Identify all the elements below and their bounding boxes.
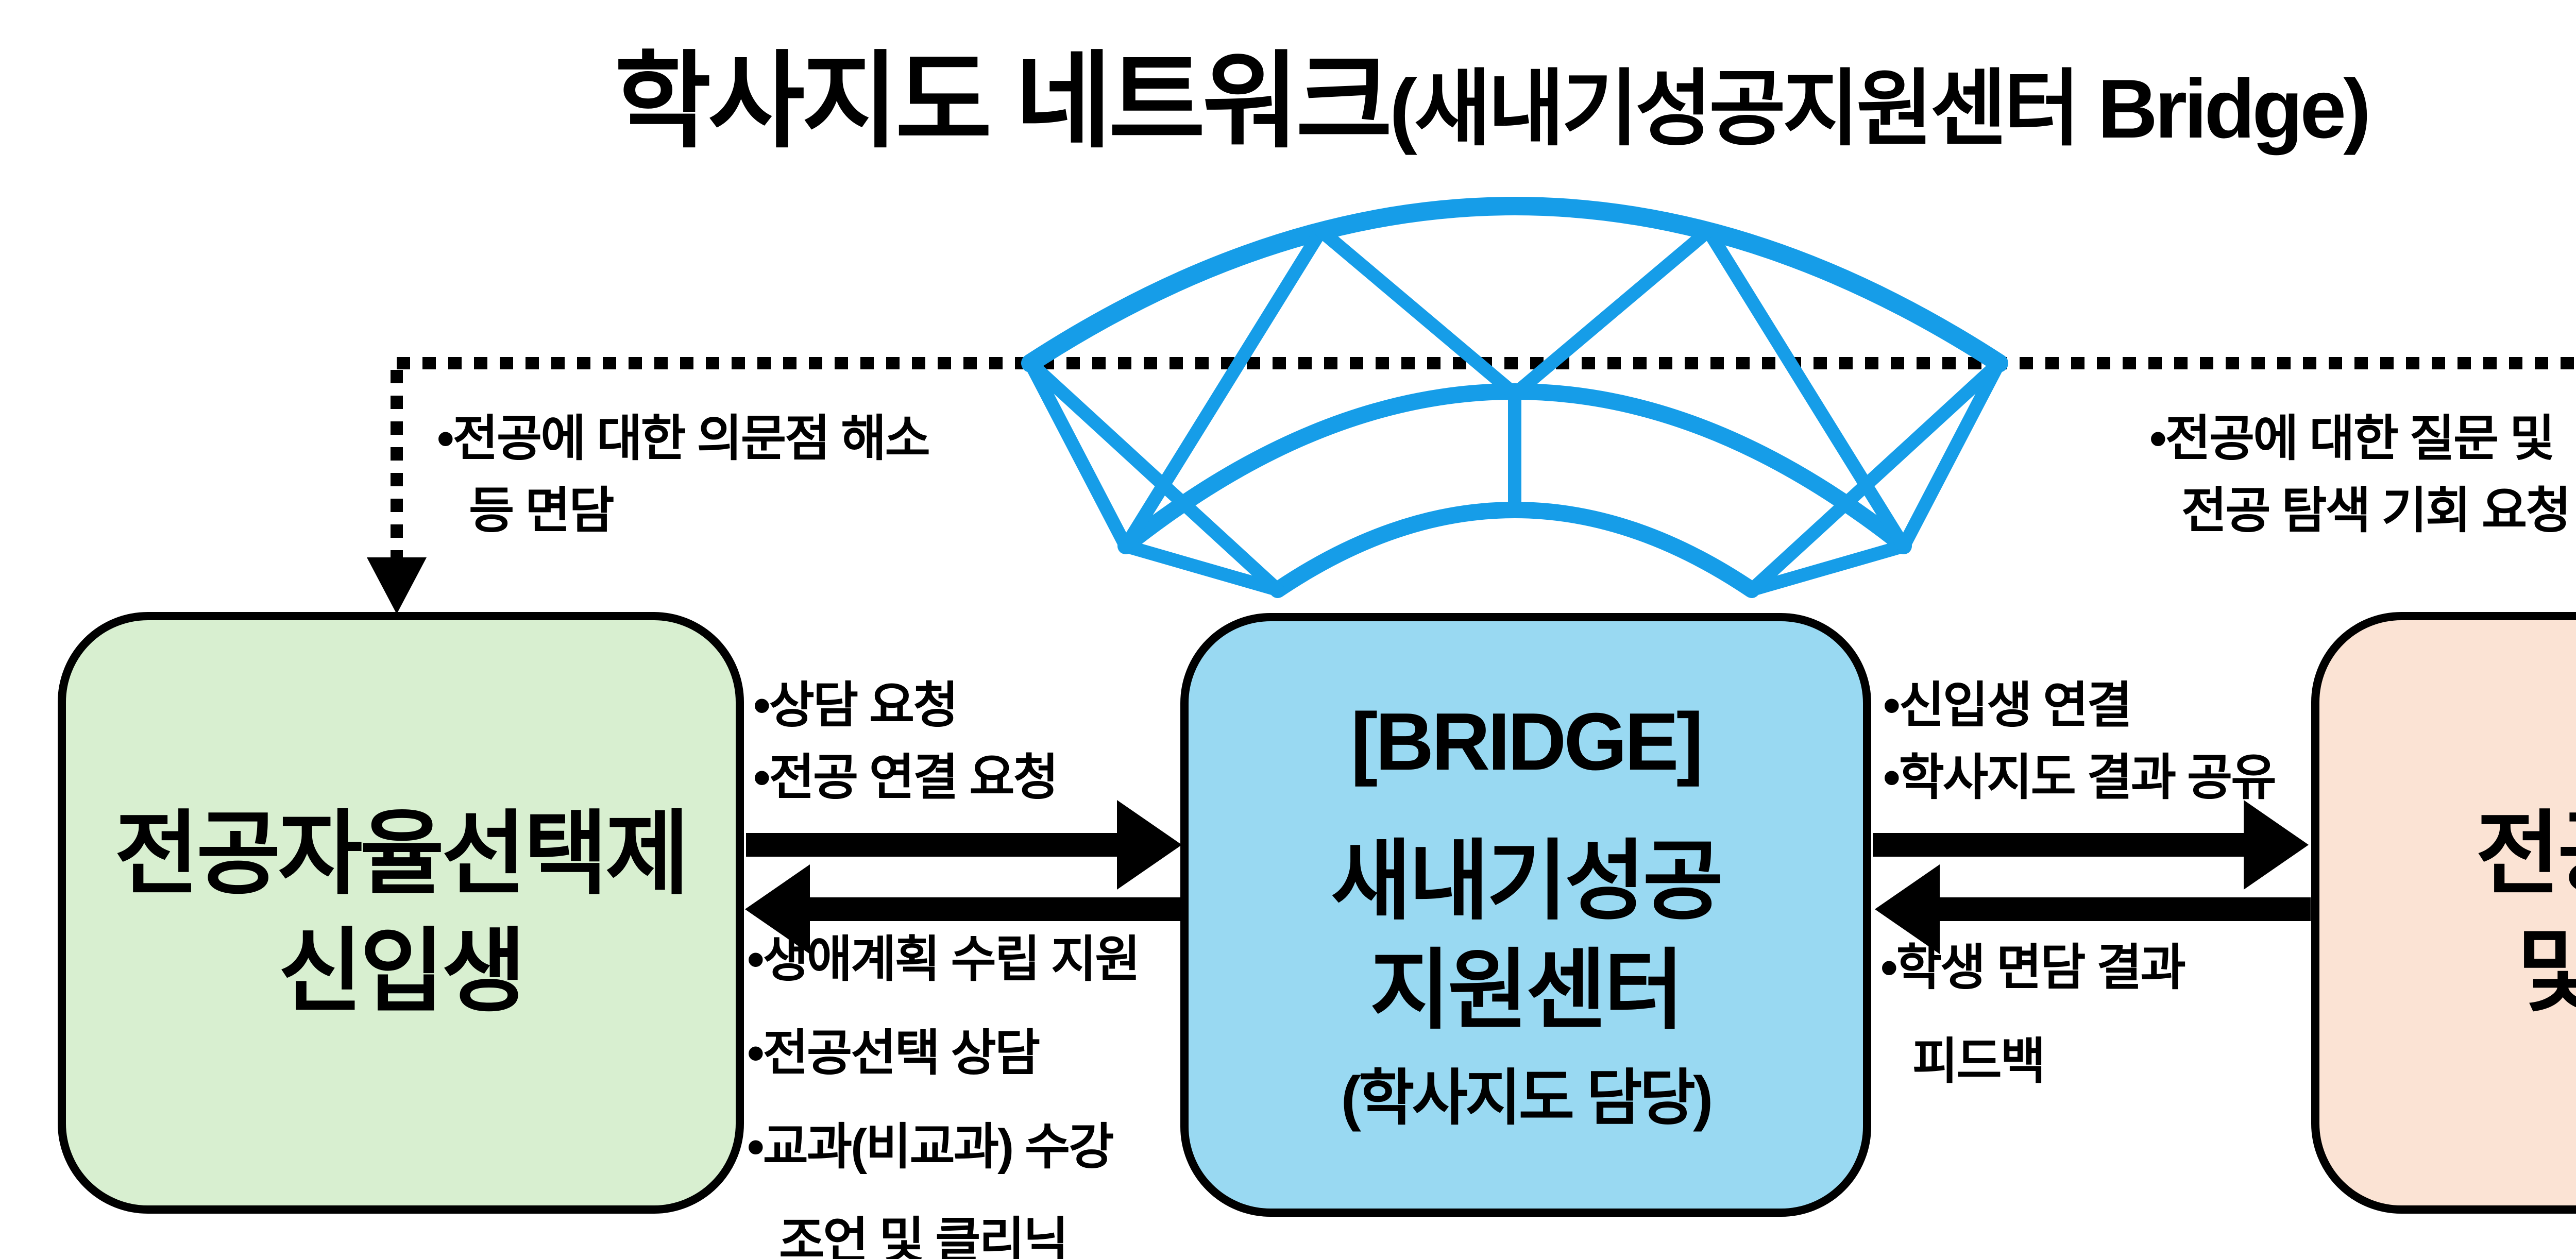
dashed-arrowhead-left-icon <box>367 557 427 614</box>
flow-label-line: •학사지도 결과 공유 <box>1883 750 2277 805</box>
flow-label-line: 피드백 <box>1912 1034 2046 1089</box>
annotation-professor-callout: •전공에 대한 질문 및 전공 탐색 기회 요청 <box>2149 403 2571 547</box>
node-professor-box: 전공 교수 및 선배 <box>2311 612 2576 1214</box>
flow-label-line: •신입생 연결 <box>1883 678 2132 733</box>
page-title: 학사지도 네트워크(새내기성공지원센터 Bridge) <box>0 15 2576 168</box>
flow-label-line: •전공선택 상담 <box>747 1026 1040 1081</box>
node-label: 지원센터 <box>1369 942 1685 1040</box>
annotation-line: 전공 탐색 기회 요청 <box>2181 483 2571 538</box>
arrow-left-to-center <box>746 800 1182 890</box>
annotation-line: •전공에 대한 질문 및 <box>2149 411 2555 466</box>
node-bridge-center-box: [BRIDGE] 새내기성공 지원센터 (학사지도 담당) <box>1180 613 1871 1217</box>
flow-label-line: •교과(비교과) 수강 <box>747 1119 1114 1175</box>
flow-label-line: •상담 요청 <box>753 678 959 733</box>
flow-label-line: 조언 및 클리닉 <box>779 1213 1069 1259</box>
flow-label-line: •생애계획 수립 지원 <box>747 932 1141 987</box>
arrow-right-to-center <box>1875 864 2311 954</box>
node-subtitle: (학사지도 담당) <box>1341 1064 1714 1132</box>
annotation-line: •전공에 대한 의문점 해소 <box>437 411 930 466</box>
flow-label-right-to-center: •학생 면담 결과 피드백 <box>1880 921 2186 1109</box>
bridge-truss-icon <box>1021 197 2008 598</box>
arrow-center-to-right <box>1873 800 2309 890</box>
node-label: 새내기성공 <box>1330 832 1723 930</box>
arrow-center-to-left <box>745 864 1181 954</box>
annotation-freshman-callout: •전공에 대한 의문점 해소 등 면담 <box>437 403 930 547</box>
flow-label-left-to-center: •상담 요청 •전공 연결 요청 <box>753 670 1059 814</box>
dashed-callout-connector <box>391 357 2576 576</box>
node-tag-label: [BRIDGE] <box>1350 696 1704 787</box>
flow-label-line: •전공 연결 요청 <box>753 750 1059 805</box>
title-main: 학사지도 네트워크 <box>614 43 1393 160</box>
flow-label-center-to-left: •생애계획 수립 지원 •전공선택 상담 •교과(비교과) 수강 조언 및 클리… <box>747 913 1226 1259</box>
flow-label-line: •학생 면담 결과 <box>1880 940 2186 995</box>
flow-label-center-to-right: •신입생 연결 •학사지도 결과 공유 <box>1883 670 2277 814</box>
node-label: 및 선배 <box>2516 920 2576 1023</box>
node-label: 신입생 <box>278 920 526 1023</box>
node-label: 전공 교수 <box>2476 803 2576 905</box>
title-sub: (새내기성공지원센터 Bridge) <box>1389 62 2371 156</box>
node-freshman-box: 전공자율선택제 신입생 <box>58 612 744 1214</box>
annotation-line: 등 면담 <box>469 483 615 538</box>
node-label: 전공자율선택제 <box>114 803 689 905</box>
